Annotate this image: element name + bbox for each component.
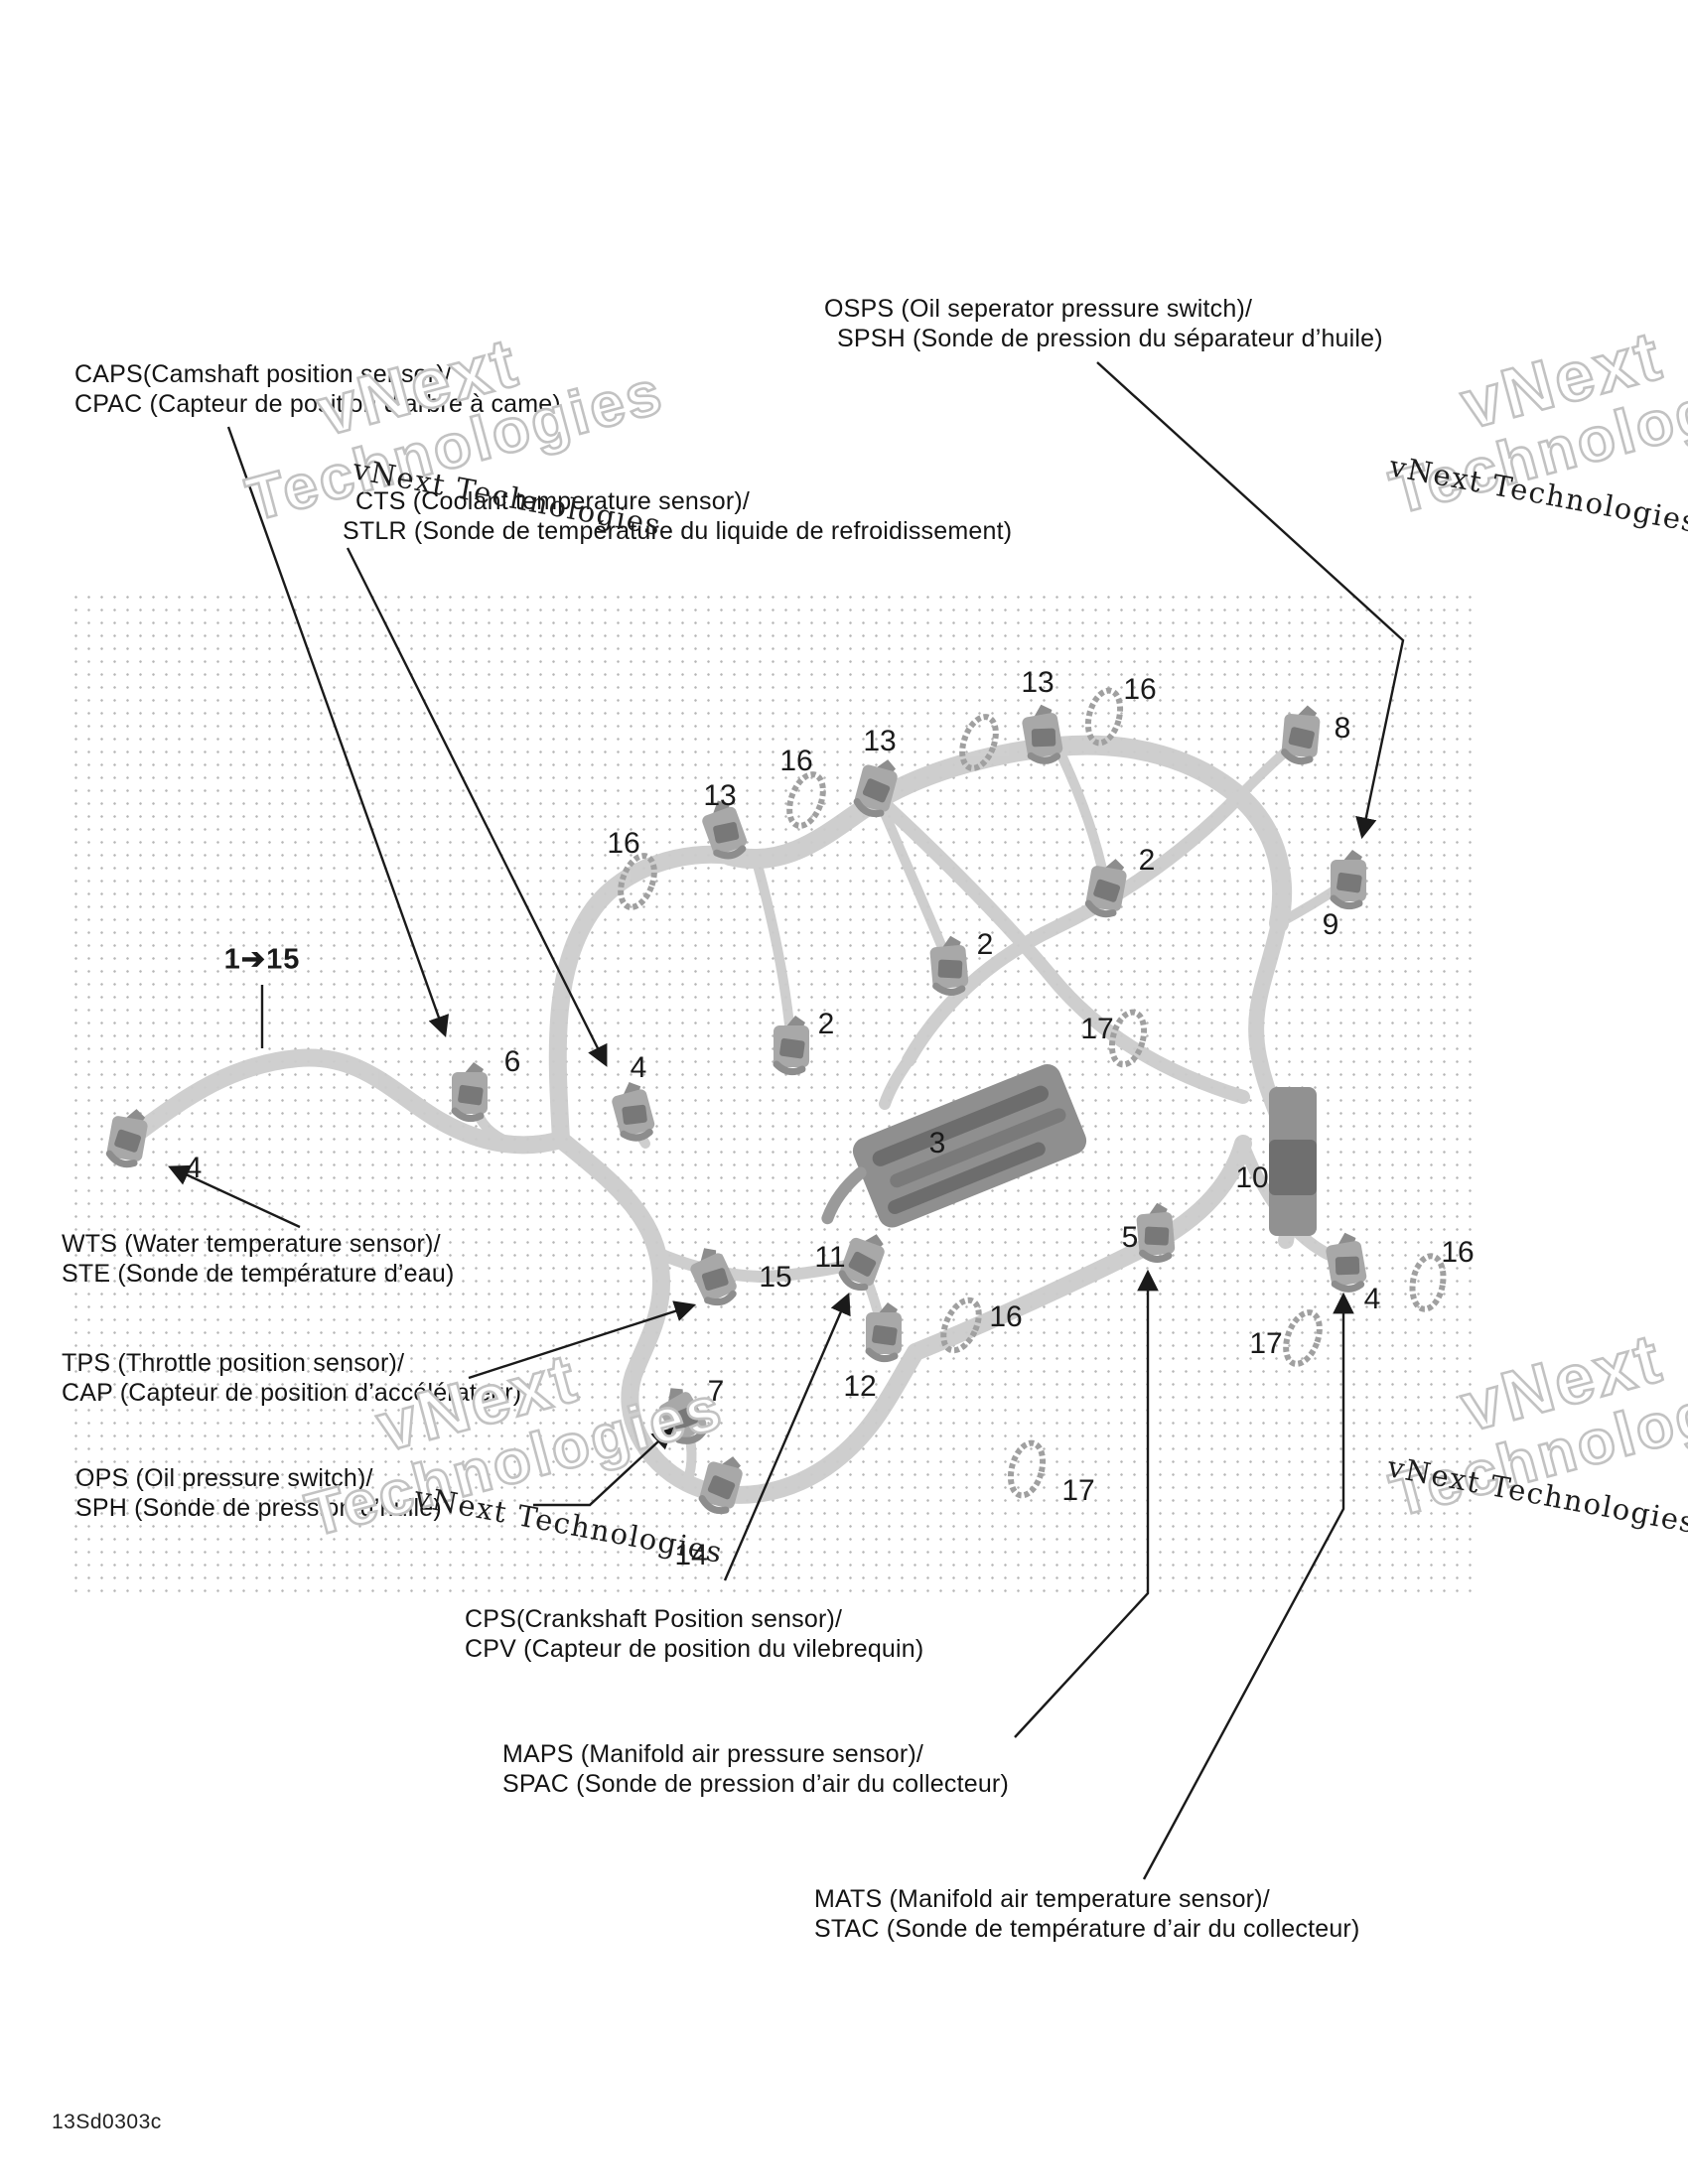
connector-2 bbox=[1084, 855, 1129, 916]
part-number-label: 4 bbox=[1363, 1283, 1381, 1315]
callout-line: STAC (Sonde de température d’air du coll… bbox=[814, 1915, 1360, 1943]
callout-line: OSPS (Oil seperator pressure switch)/ bbox=[824, 295, 1253, 323]
leader-cts bbox=[346, 547, 608, 1067]
connector-2 bbox=[928, 935, 969, 995]
part-number-label: 16 bbox=[989, 1300, 1023, 1333]
connector-4-mats bbox=[1324, 1230, 1368, 1292]
part-number-label: 16 bbox=[779, 745, 813, 777]
leader-lines bbox=[168, 361, 1405, 1880]
callout-line: STLR (Sonde de température du liquide de… bbox=[343, 517, 1013, 545]
leader-tps bbox=[468, 1300, 697, 1380]
range-label: 1➔15 bbox=[223, 943, 301, 976]
part-number-label: 4 bbox=[630, 1051, 647, 1084]
part-number-label: 12 bbox=[843, 1370, 877, 1403]
part-number-label: 16 bbox=[607, 827, 640, 860]
part-number-label: 17 bbox=[1080, 1013, 1114, 1045]
part-number-label: 2 bbox=[817, 1008, 835, 1040]
part-number-label: 17 bbox=[1249, 1327, 1283, 1360]
callout-line: CPV (Capteur de position du vilebrequin) bbox=[465, 1635, 924, 1663]
callout-osps: OSPS (Oil seperator pressure switch)/ SP… bbox=[824, 294, 1383, 353]
part-number-label: 17 bbox=[1061, 1474, 1095, 1507]
connector-3-ecm bbox=[821, 1064, 1087, 1228]
connector-4-cts bbox=[608, 1078, 656, 1142]
ring-16 bbox=[783, 769, 830, 830]
callout-line: SPH (Sonde de pression d’huile) bbox=[75, 1494, 442, 1522]
callout-line: MATS (Manifold air temperature sensor)/ bbox=[814, 1885, 1270, 1913]
connector-14 bbox=[697, 1450, 746, 1514]
callout-line: CAPS(Camshaft position sensor)/ bbox=[74, 360, 452, 388]
callout-caps: CAPS(Camshaft position sensor)/ CPAC (Ca… bbox=[74, 359, 561, 419]
connector-6-caps bbox=[452, 1062, 488, 1119]
connector-8 bbox=[1281, 704, 1322, 763]
leader-osps bbox=[1096, 361, 1405, 840]
part-number-label: 16 bbox=[1123, 673, 1157, 706]
part-number-label: 16 bbox=[1441, 1236, 1475, 1269]
callout-line: WTS (Water temperature sensor)/ bbox=[62, 1230, 441, 1258]
callout-line: CPS(Crankshaft Position sensor)/ bbox=[465, 1605, 843, 1633]
drawing-code: 13Sd0303c bbox=[52, 2111, 162, 2133]
part-number-label: 7 bbox=[707, 1375, 725, 1408]
callout-line: OPS (Oil pressure switch)/ bbox=[75, 1464, 373, 1492]
ring-17 bbox=[1006, 1439, 1049, 1499]
leader-ops bbox=[533, 1427, 674, 1507]
part-number-label: 13 bbox=[1021, 666, 1055, 699]
part-number-label: 6 bbox=[503, 1045, 521, 1078]
connector-5-maps bbox=[1135, 1202, 1176, 1262]
callout-maps: MAPS (Manifold air pressure sensor)/ SPA… bbox=[502, 1739, 1009, 1799]
connector-9-osps bbox=[1331, 850, 1366, 906]
callout-line: MAPS (Manifold air pressure sensor)/ bbox=[502, 1740, 924, 1768]
part-number-label: 13 bbox=[703, 779, 737, 812]
leader-wts bbox=[168, 1164, 301, 1229]
part-number-label: 9 bbox=[1322, 908, 1339, 941]
callout-line: STE (Sonde de température d’eau) bbox=[62, 1260, 455, 1288]
callout-line: SPSH (Sonde de pression du séparateur d’… bbox=[837, 325, 1383, 352]
callout-mats: MATS (Manifold air temperature sensor)/ … bbox=[814, 1884, 1359, 1944]
callout-cts: CTS (Coolant temperature sensor)/ STLR (… bbox=[343, 486, 1012, 546]
connector-4-wts bbox=[105, 1105, 150, 1166]
part-number-label: 3 bbox=[928, 1127, 946, 1160]
part-number-label: 2 bbox=[1138, 844, 1156, 877]
ring-17 bbox=[1280, 1307, 1327, 1368]
part-number-label: 8 bbox=[1334, 712, 1351, 745]
part-number-label: 10 bbox=[1235, 1161, 1269, 1194]
connector-2 bbox=[774, 1016, 809, 1072]
leader-caps bbox=[226, 426, 450, 1038]
leader-cps bbox=[723, 1293, 851, 1581]
callout-line: CTS (Coolant temperature sensor)/ bbox=[355, 487, 751, 515]
callout-line: SPAC (Sonde de pression d’air du collect… bbox=[502, 1770, 1009, 1798]
part-number-label: 14 bbox=[674, 1539, 708, 1571]
part-number-label: 11 bbox=[814, 1241, 846, 1274]
callout-cps: CPS(Crankshaft Position sensor)/ CPV (Ca… bbox=[465, 1604, 923, 1664]
part-number-label: 2 bbox=[976, 928, 994, 961]
connector-15-tps bbox=[684, 1242, 741, 1307]
leader-mats bbox=[1142, 1292, 1354, 1880]
part-number-label: 4 bbox=[185, 1152, 203, 1184]
connector-10 bbox=[1269, 1087, 1317, 1236]
callout-line: CPAC (Capteur de position d’arbre à came… bbox=[74, 390, 561, 418]
leader-maps bbox=[1014, 1269, 1159, 1738]
part-number-label: 15 bbox=[759, 1261, 792, 1294]
callout-wts: WTS (Water temperature sensor)/ STE (Son… bbox=[62, 1229, 455, 1289]
callout-ops: OPS (Oil pressure switch)/ SPH (Sonde de… bbox=[75, 1463, 442, 1523]
connector-12-cps bbox=[866, 1302, 902, 1359]
callout-line: TPS (Throttle position sensor)/ bbox=[62, 1349, 405, 1377]
part-number-label: 5 bbox=[1121, 1221, 1139, 1254]
callout-tps: TPS (Throttle position sensor)/ CAP (Cap… bbox=[62, 1348, 521, 1408]
part-number-label: 13 bbox=[863, 725, 897, 757]
callout-line: CAP (Capteur de position d’accélérateur) bbox=[62, 1379, 522, 1407]
